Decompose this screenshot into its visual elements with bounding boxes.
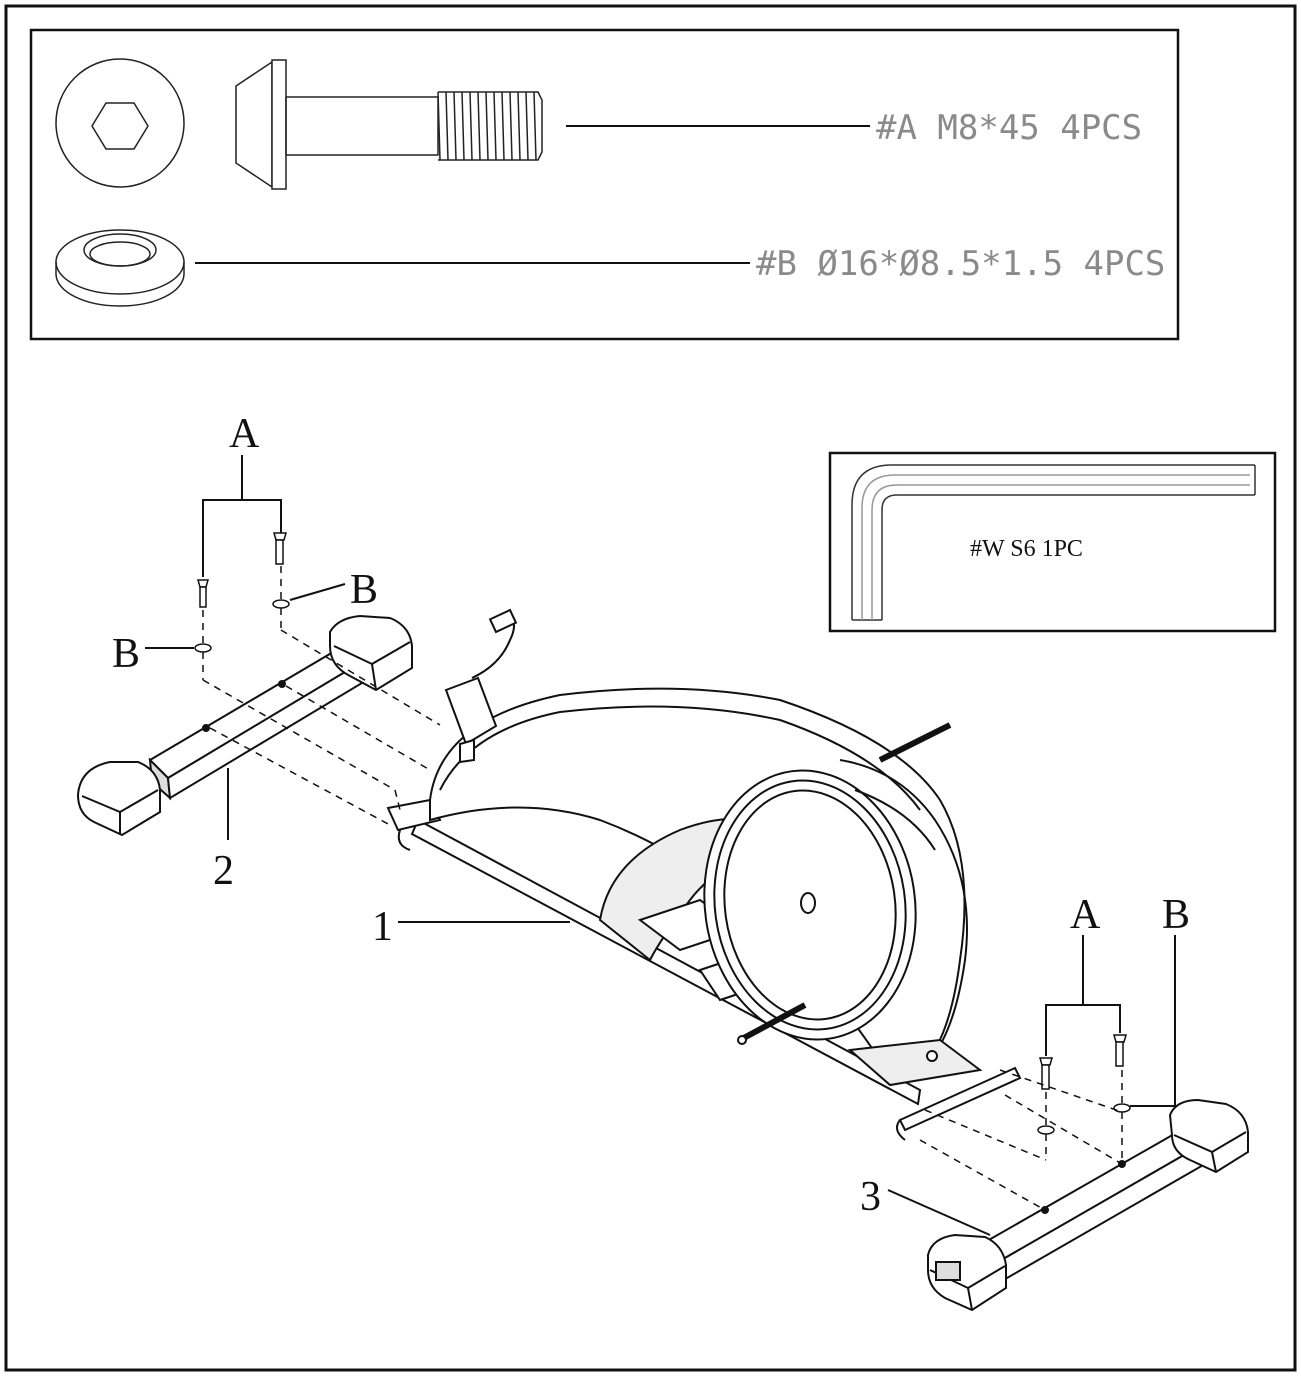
left-washer-2-icon	[272, 599, 290, 609]
callout-part-3: 3	[860, 1174, 881, 1220]
page-border	[4, 4, 1297, 1372]
left-bolt-1-icon	[197, 579, 209, 608]
left-dashed-guides	[202, 566, 441, 826]
left-leaders	[145, 455, 346, 649]
callout-left-a: A	[229, 411, 260, 457]
bolt-head-icon	[55, 58, 185, 188]
wrench-label: #W S6 1PC	[970, 536, 1083, 562]
callout-part-1: 1	[372, 904, 393, 950]
front-end-cap-left	[76, 761, 161, 837]
part-3-leader	[887, 1189, 991, 1236]
callout-left-b-upper: B	[350, 567, 378, 613]
flywheel	[703, 769, 917, 1041]
bolt-label: #A M8*45 4PCS	[876, 108, 1142, 148]
rear-stabilizer	[927, 1098, 1249, 1312]
right-dashed-guides	[919, 1069, 1123, 1211]
left-hardware	[194, 532, 290, 653]
tool-box-frame	[828, 451, 1277, 633]
right-leaders	[1045, 935, 1176, 1107]
console-mast	[444, 608, 518, 764]
washer-label: #B Ø16*Ø8.5*1.5 4PCS	[756, 244, 1165, 284]
callout-part-2: 2	[213, 848, 234, 894]
callout-right-a: A	[1070, 892, 1101, 938]
callout-right-b: B	[1162, 892, 1190, 938]
rear-end-cap-left	[927, 1233, 1007, 1312]
allen-wrench-icon	[851, 464, 1256, 621]
washer-icon	[55, 229, 185, 307]
front-bracket	[386, 798, 442, 832]
left-bolt-2-icon	[273, 532, 287, 565]
hardware-box-frame	[29, 28, 1180, 341]
left-washer-1-icon	[194, 643, 212, 653]
hardware-box: #A M8*45 4PCS #B Ø16*Ø8.5*1.5 4PCS	[29, 28, 1180, 341]
tool-box: #W S6 1PC	[828, 451, 1277, 633]
rear-end-cap-right	[1168, 1098, 1249, 1174]
right-washer-1-icon	[1037, 1125, 1055, 1135]
callout-left-b-lower: B	[112, 631, 140, 677]
right-bolt-2-icon	[1113, 1034, 1127, 1067]
bolt-side-icon	[235, 59, 543, 190]
main-frame	[386, 608, 1022, 1141]
bolt-thread	[437, 91, 543, 161]
right-bolt-1-icon	[1039, 1057, 1053, 1090]
right-hardware	[1037, 1034, 1131, 1135]
